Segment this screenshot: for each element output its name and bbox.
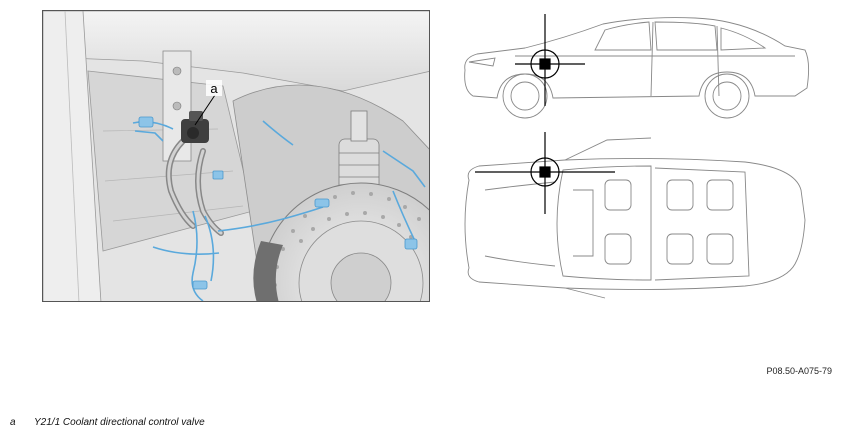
figure-reference-code: P08.50-A075-79 <box>766 366 832 376</box>
locator-target-side <box>515 14 585 106</box>
vehicle-top-view <box>455 130 815 300</box>
legend-text: Y21/1 Coolant directional control valve <box>34 417 205 428</box>
legend-key: a <box>10 417 16 428</box>
locator-target-top <box>475 132 615 214</box>
coolant-valve-shape <box>181 111 209 143</box>
engine-bay-illustration: a <box>42 10 430 302</box>
callout-letter-a: a <box>210 81 218 96</box>
legend-row: a Y21/1 Coolant directional control valv… <box>10 417 205 428</box>
vehicle-side-view <box>455 10 815 120</box>
